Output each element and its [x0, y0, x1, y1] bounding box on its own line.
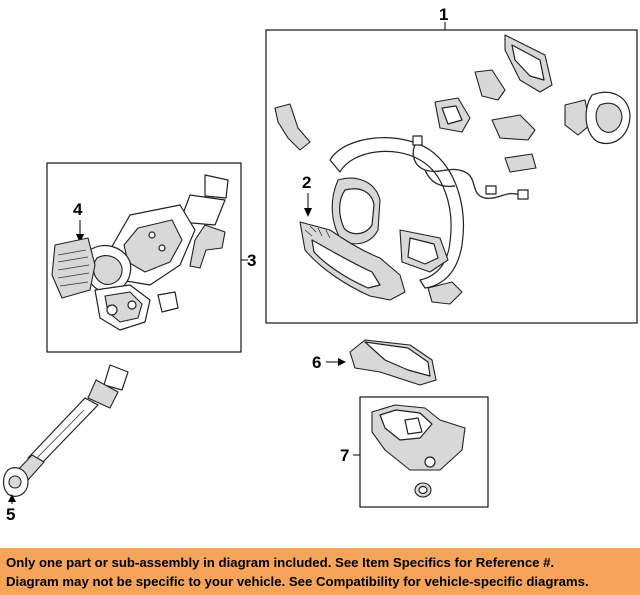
steering-wheel-drawing	[299, 137, 465, 305]
steering-column-group: 3 4	[46, 162, 256, 353]
steering-column-drawing	[51, 174, 229, 331]
parts-diagram: 1	[2, 5, 638, 524]
callout-6: 6	[312, 353, 321, 372]
disclaimer-banner: Only one part or sub-assembly in diagram…	[0, 548, 640, 595]
callout-7: 7	[340, 446, 349, 465]
upper-cover-group: 6	[312, 339, 437, 386]
callout-4: 4	[73, 200, 83, 219]
intermediate-shaft-group: 5	[2, 364, 129, 524]
callout-1: 1	[439, 5, 448, 24]
callout-3: 3	[247, 251, 256, 270]
lower-cover-box	[359, 396, 489, 508]
steering-wheel-group: 1	[265, 5, 638, 324]
disclaimer-line-1: Only one part or sub-assembly in diagram…	[6, 555, 555, 570]
lower-cover-group: 7	[340, 396, 489, 508]
callout-5: 5	[6, 505, 15, 524]
steering-wheel-box	[265, 29, 638, 324]
steering-column-box	[46, 162, 242, 353]
callout-2: 2	[302, 173, 311, 192]
disclaimer-line-2: Diagram may not be specific to your vehi…	[6, 574, 589, 589]
wheel-components	[274, 34, 631, 200]
